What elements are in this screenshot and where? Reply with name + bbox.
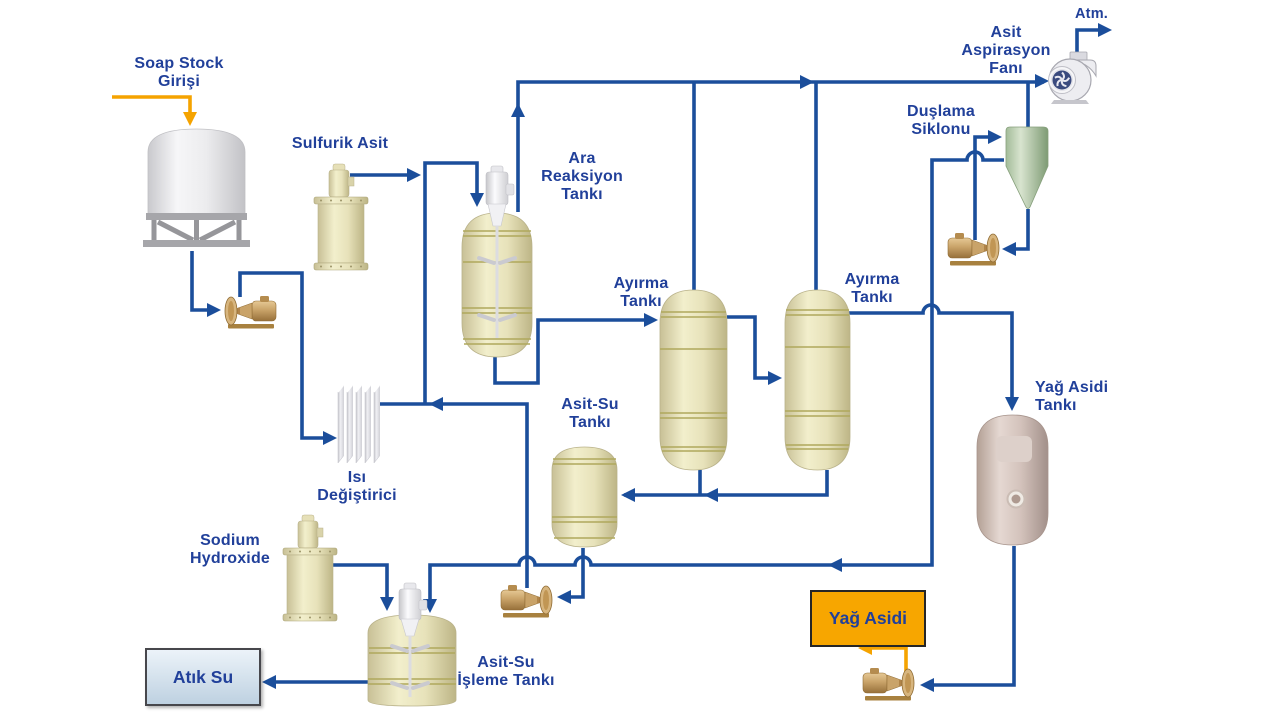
soap-stock-pump [224, 295, 277, 329]
label-sodium-hydroxide: Sodium Hydroxide [189, 532, 271, 568]
pipe-naoh-feed [327, 563, 389, 605]
arrow-into-hx-left [323, 431, 337, 445]
pipe-col-bottoms [624, 470, 829, 497]
label-aspiration-fan: Asit Aspirasyon Fanı [961, 24, 1051, 78]
pipe-fatty-product [864, 646, 908, 672]
label-treatment-tank: Asit-Su İşleme Tankı [457, 654, 555, 690]
treatment-tank [367, 582, 457, 707]
separation-column-2 [784, 289, 851, 471]
cyclone-pump [947, 232, 1000, 266]
waste-water-box: Atık Su [145, 648, 261, 706]
arrow-header-right [800, 75, 814, 89]
arrow-into-fatty-tank [1005, 397, 1019, 411]
pipe-reactor-to-col1 [493, 318, 651, 385]
label-separation-tank-1: Ayırma Tankı [613, 275, 669, 311]
acid-water-tank [551, 446, 618, 548]
pipe-vapor-header [516, 80, 1044, 212]
arrow-into-pump3 [1002, 242, 1016, 256]
label-reaction-tank: Ara Reaksiyon Tankı [541, 150, 623, 204]
label-atm: Atm. [1075, 6, 1109, 22]
flow-arrows [207, 23, 1112, 692]
pipe-soap-stock-feed [112, 95, 192, 118]
waste-water-box-label: Atık Su [172, 666, 234, 687]
label-acid-water-tank: Asit-Su Tankı [561, 396, 619, 432]
label-fatty-acid-tank: Yağ Asidi Tankı [1035, 379, 1109, 415]
arrow-naoh-into-treatment [380, 597, 394, 611]
arrow-bottoms-mid [704, 488, 718, 502]
sulfuric-acid-doser [313, 163, 369, 271]
arrow-into-hx-right [429, 397, 443, 411]
reaction-tank [461, 165, 533, 358]
arrow-sulfuric [407, 168, 421, 182]
label-heat-exchanger: Isı Değiştirici [317, 469, 397, 505]
arrow-into-col2 [768, 371, 782, 385]
pipe-fatty-tank-out [930, 546, 1016, 687]
treatment-agitator [390, 582, 430, 697]
arrow-into-pump2 [557, 590, 571, 604]
arrow-into-cyclone [988, 130, 1002, 144]
label-soap-stock-inlet: Soap Stock Girişi [134, 55, 224, 91]
label-separation-tank-2: Ayırma Tankı [844, 271, 900, 307]
arrow-into-waste-box [262, 675, 276, 689]
reactor-agitator [477, 165, 517, 338]
arrow-into-fan [1035, 74, 1049, 88]
label-shower-cyclone: Duşlama Siklonu [906, 103, 976, 139]
soap-stock-tank [143, 128, 250, 247]
acid-water-pump [500, 584, 553, 618]
aspiration-fan [1048, 51, 1097, 104]
separation-column-1 [659, 289, 728, 471]
pipe-col1-to-col2 [727, 315, 776, 380]
heat-exchanger [337, 384, 381, 464]
arrow-into-col1 [644, 313, 658, 327]
label-sulfuric-acid: Sulfurik Asit [291, 135, 389, 152]
shower-cyclone [1005, 126, 1049, 209]
fatty-acid-box: Yağ Asidi [810, 590, 926, 647]
fatty-acid-tank [976, 414, 1049, 546]
arrow-soap-into-tank [183, 112, 197, 126]
arrow-into-pump1 [207, 303, 221, 317]
pipe-acidwater-riser-to-reactor [423, 161, 479, 404]
pipe-tank-to-pump1 [190, 251, 214, 312]
fatty-tank-plate [996, 436, 1032, 462]
arrow-into-reactor [470, 193, 484, 207]
fatty-acid-box-label: Yağ Asidi [828, 608, 908, 628]
pipe-pump1-to-hx [238, 271, 330, 440]
arrow-drain-header-left [828, 558, 842, 572]
arrow-vapor-up [511, 103, 525, 117]
arrow-into-pump4 [920, 678, 934, 692]
arrow-into-acidwater-tank [621, 488, 635, 502]
fatty-acid-pump [862, 667, 915, 701]
pipe-fan-vent [1075, 28, 1106, 57]
arrow-to-atm [1098, 23, 1112, 37]
